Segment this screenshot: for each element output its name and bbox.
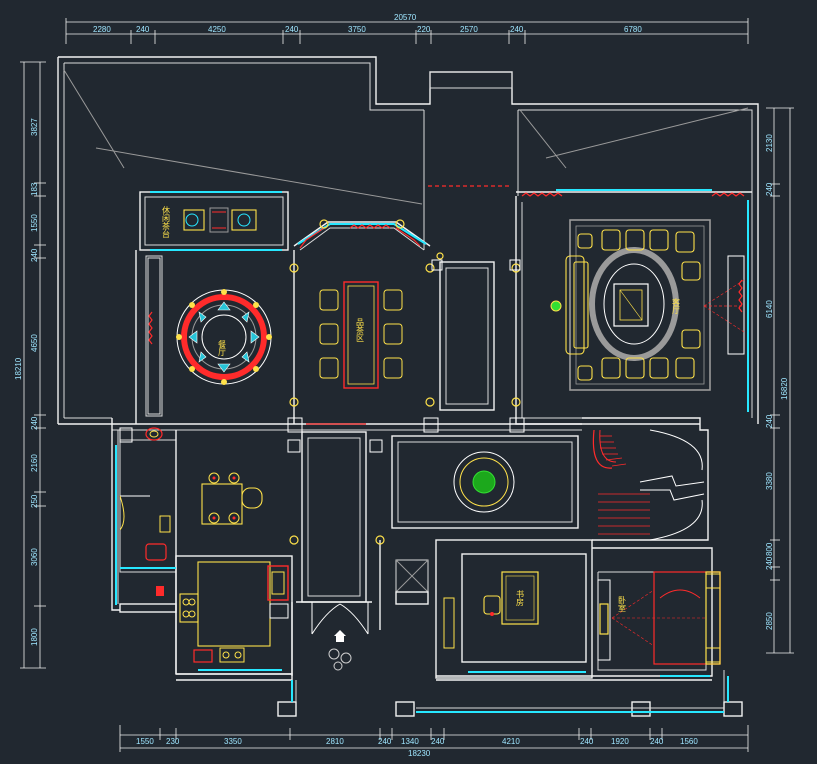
label-tea-room: 休闲茶台: [162, 205, 171, 239]
dim-bottom-2: 230: [166, 737, 180, 746]
entry-feature: [453, 451, 515, 513]
dim-right-3: 6140: [765, 300, 774, 318]
breakfast-table: [201, 472, 263, 525]
dim-right-5: 3380: [765, 472, 774, 490]
top-dimension-chain: 20570 2280 240 4250 240 3750 220 2570 24…: [65, 13, 749, 44]
dim-top-1: 2280: [93, 25, 111, 34]
tea-room-label: 休闲茶台: [162, 205, 171, 239]
dim-bottom-11: 240: [650, 737, 664, 746]
columns: [289, 219, 521, 545]
staircase: [592, 429, 705, 541]
dim-bottom-10: 1920: [611, 737, 629, 746]
dim-right-1: 2130: [765, 134, 774, 152]
kitchen-fixtures: [179, 565, 289, 663]
outer-walls: [57, 56, 759, 425]
dim-right-6: 800: [765, 542, 774, 556]
dim-left-4: 240: [30, 248, 39, 262]
dim-left-10: 1800: [30, 628, 39, 646]
dim-top-3: 4250: [208, 25, 226, 34]
dim-top-5: 3750: [348, 25, 366, 34]
bedroom-wardrobe: [597, 579, 611, 661]
bathroom-fixtures: [119, 427, 171, 596]
dim-right-7: 240: [765, 556, 774, 570]
dim-top-4: 240: [285, 25, 299, 34]
dim-top-6: 220: [417, 25, 431, 34]
dining-table-round: 餐厅: [176, 289, 272, 385]
dim-top-7: 2570: [460, 25, 478, 34]
dim-bottom-9: 240: [580, 737, 594, 746]
dim-top-2: 240: [136, 25, 150, 34]
dim-bottom-overall: 18230: [408, 749, 431, 758]
living-room-rug: [569, 219, 711, 391]
dim-bottom-7: 240: [431, 737, 445, 746]
dim-left-7: 2160: [30, 454, 39, 472]
dim-bottom-5: 240: [378, 737, 392, 746]
dim-bottom-1: 1550: [136, 737, 154, 746]
tv-cabinet: [703, 255, 745, 355]
dim-left-9: 3060: [30, 548, 39, 566]
dim-left-5: 4650: [30, 334, 39, 352]
dining-window-bay: [147, 257, 161, 415]
label-tea-tasting: 品茶区: [356, 318, 365, 342]
dim-right-4: 240: [765, 414, 774, 428]
tea-tasting-table: 品茶区: [319, 281, 403, 389]
label-living: 客厅: [672, 297, 681, 314]
study-desk: 书房: [483, 571, 539, 625]
bottom-dimension-chain: 1550 230 3350 2810 240 1340 240 4210 240…: [119, 725, 749, 758]
dim-left-2: 183: [30, 182, 39, 196]
dim-left-1: 3827: [30, 118, 39, 136]
dim-bottom-4: 2810: [326, 737, 344, 746]
dim-right-2: 240: [765, 182, 774, 196]
study-bookshelf: [443, 597, 455, 649]
dim-bottom-3: 3350: [224, 737, 242, 746]
label-dining: 餐厅: [218, 340, 227, 356]
tea-room-furniture: [183, 207, 257, 233]
dim-top-9: 6780: [624, 25, 642, 34]
living-room-plant: [550, 300, 562, 312]
dim-top-overall: 20570: [394, 13, 417, 22]
dim-bottom-8: 4210: [502, 737, 520, 746]
windows-glazing: [115, 189, 749, 713]
column-plinths: [287, 259, 525, 453]
dim-left-overall: 18210: [14, 357, 23, 380]
dim-right-overall: 16820: [780, 377, 789, 400]
dim-bottom-12: 1560: [680, 737, 698, 746]
dim-left-6: 240: [30, 416, 39, 430]
dim-left-3: 1550: [30, 214, 39, 232]
interior-walls: [111, 191, 752, 717]
dim-right-8: 2850: [765, 612, 774, 630]
living-room-sofa: [565, 229, 701, 381]
entrance: [311, 602, 369, 671]
right-dimension-chain: 16820 2130 240 6140 240 3380 800 240 285…: [765, 107, 794, 654]
curtains: [148, 192, 745, 345]
label-study: 书房: [516, 589, 525, 607]
dim-left-8: 250: [30, 494, 39, 508]
dim-top-8: 240: [510, 25, 524, 34]
label-bedroom: 卧室: [618, 596, 627, 612]
dim-bottom-6: 1340: [401, 737, 419, 746]
left-dimension-chain: 18210 3827 183 1550 240 4650 240 2160 25…: [14, 61, 46, 669]
bedroom-bed: 卧室: [599, 571, 721, 665]
